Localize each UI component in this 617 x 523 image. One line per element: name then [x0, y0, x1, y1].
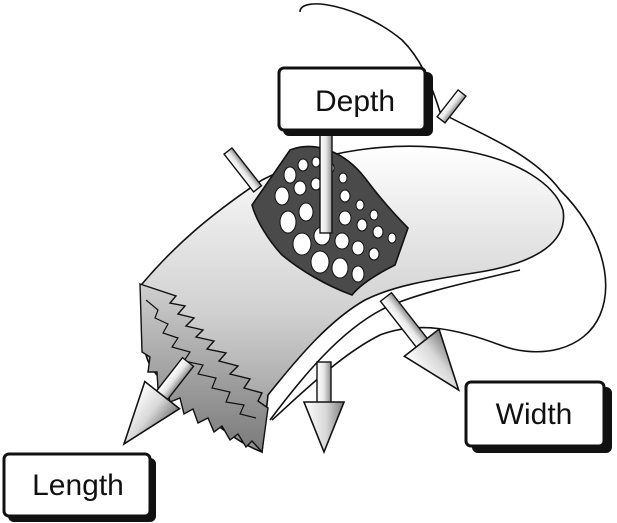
- length-arrow: [122, 356, 195, 446]
- mesh-holes: [274, 156, 397, 283]
- width-label-box: Width: [464, 380, 612, 453]
- tissue-cut-jagged-line: [145, 299, 257, 419]
- length-label-box: Length: [2, 452, 156, 522]
- depth-label-box: Depth: [277, 66, 433, 136]
- tissue-outline: [271, 3, 607, 421]
- down-arrow: [302, 361, 346, 455]
- length-label: Length: [32, 469, 124, 502]
- back-axis-rod-left: [223, 146, 263, 193]
- depth-label: Depth: [315, 85, 395, 118]
- width-label: Width: [496, 398, 573, 431]
- back-axis-rod-right: [436, 88, 467, 124]
- width-arrow: [379, 291, 461, 392]
- depth-axis-rod: [319, 119, 333, 234]
